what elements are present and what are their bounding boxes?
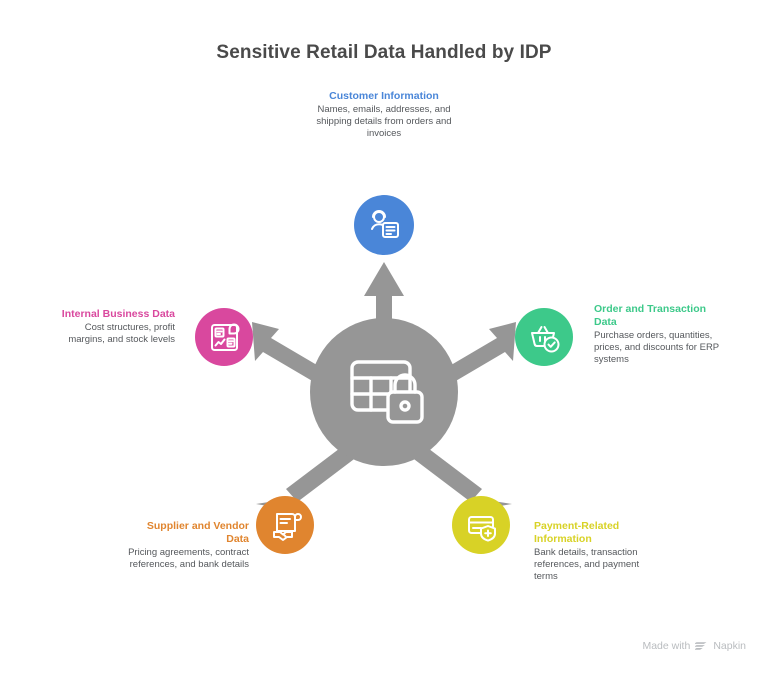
customer-id-card-icon <box>371 210 399 238</box>
node-title-order-and-transaction-data: Order and Transaction Data <box>594 303 707 328</box>
central-hub-circle <box>310 318 458 466</box>
basket-check-icon <box>530 325 559 352</box>
node-text-order-and-transaction-data: Order and Transaction Data Purchase orde… <box>594 303 719 367</box>
node-description-payment-related-information: Bank details, transaction references, an… <box>534 547 640 583</box>
node-icon-supplier-and-vendor-data[interactable] <box>256 496 314 554</box>
node-title-supplier-and-vendor-data: Supplier and Vendor Data <box>146 520 249 545</box>
contract-handshake-icon <box>272 512 302 541</box>
node-description-supplier-and-vendor-data: Pricing agreements, contract references,… <box>128 547 249 571</box>
node-icon-customer-information[interactable] <box>354 195 414 255</box>
node-text-payment-related-information: Payment-Related Information Bank details… <box>534 520 654 584</box>
node-title-payment-related-information: Payment-Related Information <box>534 520 620 545</box>
node-text-internal-business-data: Internal Business Data Cost structures, … <box>55 308 175 346</box>
footer-attribution: Made with Napkin <box>642 639 746 652</box>
node-text-customer-information: Customer Information Names, emails, addr… <box>314 90 454 141</box>
napkin-logo-icon <box>695 642 707 650</box>
locked-table-icon <box>350 360 424 424</box>
analytics-dashboard-icon <box>210 323 239 351</box>
footer-made-with-label: Made with <box>642 639 691 652</box>
card-shield-icon <box>467 515 496 542</box>
footer-brand-label: Napkin <box>713 639 746 652</box>
node-icon-order-and-transaction-data[interactable] <box>515 308 573 366</box>
node-description-customer-information: Names, emails, addresses, and shipping d… <box>316 104 452 140</box>
page-title: Sensitive Retail Data Handled by IDP <box>216 42 552 63</box>
node-text-supplier-and-vendor-data: Supplier and Vendor Data Pricing agreeme… <box>124 520 249 571</box>
node-title-internal-business-data: Internal Business Data <box>61 308 175 320</box>
node-icon-payment-related-information[interactable] <box>452 496 510 554</box>
node-title-customer-information: Customer Information <box>329 90 439 102</box>
node-description-internal-business-data: Cost structures, profit margins, and sto… <box>68 322 175 346</box>
node-icon-internal-business-data[interactable] <box>195 308 253 366</box>
node-description-order-and-transaction-data: Purchase orders, quantities, prices, and… <box>594 330 719 366</box>
